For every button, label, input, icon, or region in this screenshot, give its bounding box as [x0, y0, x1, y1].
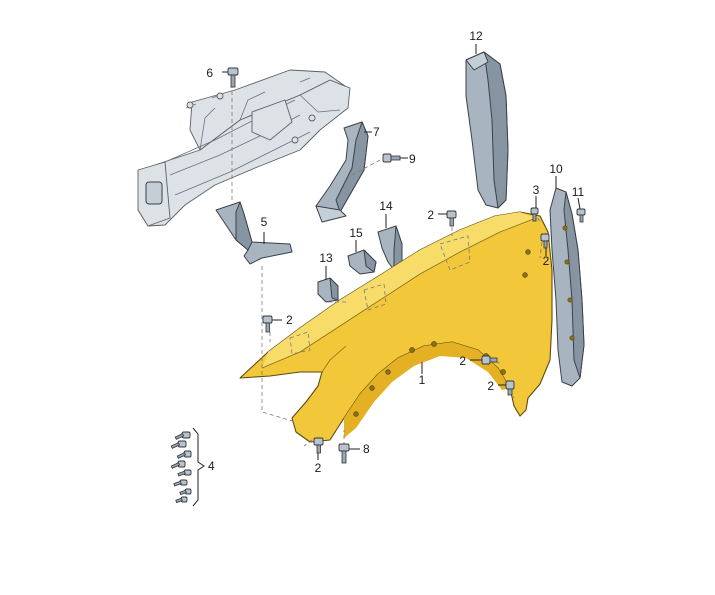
callout-3: 3	[533, 183, 540, 197]
bolt-part-8	[338, 443, 350, 464]
callout-5: 5	[261, 215, 268, 229]
callout-9: 9	[409, 152, 416, 166]
fastener-set-part-4	[170, 427, 205, 507]
bolt-part-9	[382, 153, 401, 163]
callout-11: 11	[572, 185, 585, 199]
pad-part-15	[347, 249, 377, 275]
bolt-part-3	[530, 207, 539, 222]
callout-6: 6	[206, 66, 213, 80]
callout-15: 15	[349, 226, 363, 240]
leader-lines	[222, 44, 581, 460]
callout-13: 13	[319, 251, 333, 265]
bolt-part-2-right	[540, 233, 550, 249]
pad-part-13	[317, 277, 339, 303]
front-body-frame	[137, 69, 351, 227]
strut-bracket-part-7	[315, 121, 369, 223]
alignment-lines	[231, 84, 543, 447]
callout-2-top: 2	[427, 208, 434, 222]
bracket-part-5	[215, 201, 293, 265]
bolt-part-2-left	[262, 315, 273, 333]
callout-7: 7	[373, 125, 380, 139]
callout-14: 14	[379, 199, 393, 213]
callout-2-left: 2	[286, 313, 293, 327]
callout-2-lower: 2	[487, 379, 494, 393]
callout-2-right: 2	[543, 254, 550, 268]
seal-strip-part-10	[549, 187, 585, 387]
callout-12: 12	[469, 29, 483, 43]
callout-2-arch: 2	[459, 354, 466, 368]
callout-4: 4	[208, 459, 215, 473]
callout-2-bottom: 2	[315, 461, 322, 475]
fender-part-1	[239, 211, 553, 443]
callout-labels: 6 7 9 12 10 3 11 2 2 5 14 15 13 2 1 2 2 …	[206, 29, 584, 475]
trim-panel-part-12	[465, 51, 509, 209]
bolt-part-2-bottom	[313, 437, 324, 454]
callout-8: 8	[363, 442, 370, 456]
bolt-part-2-top	[446, 210, 457, 227]
bolt-part-6	[227, 67, 239, 88]
callout-10: 10	[549, 162, 563, 176]
bolt-part-11	[576, 208, 586, 223]
block-part-14	[377, 225, 403, 271]
callout-1: 1	[419, 373, 426, 387]
